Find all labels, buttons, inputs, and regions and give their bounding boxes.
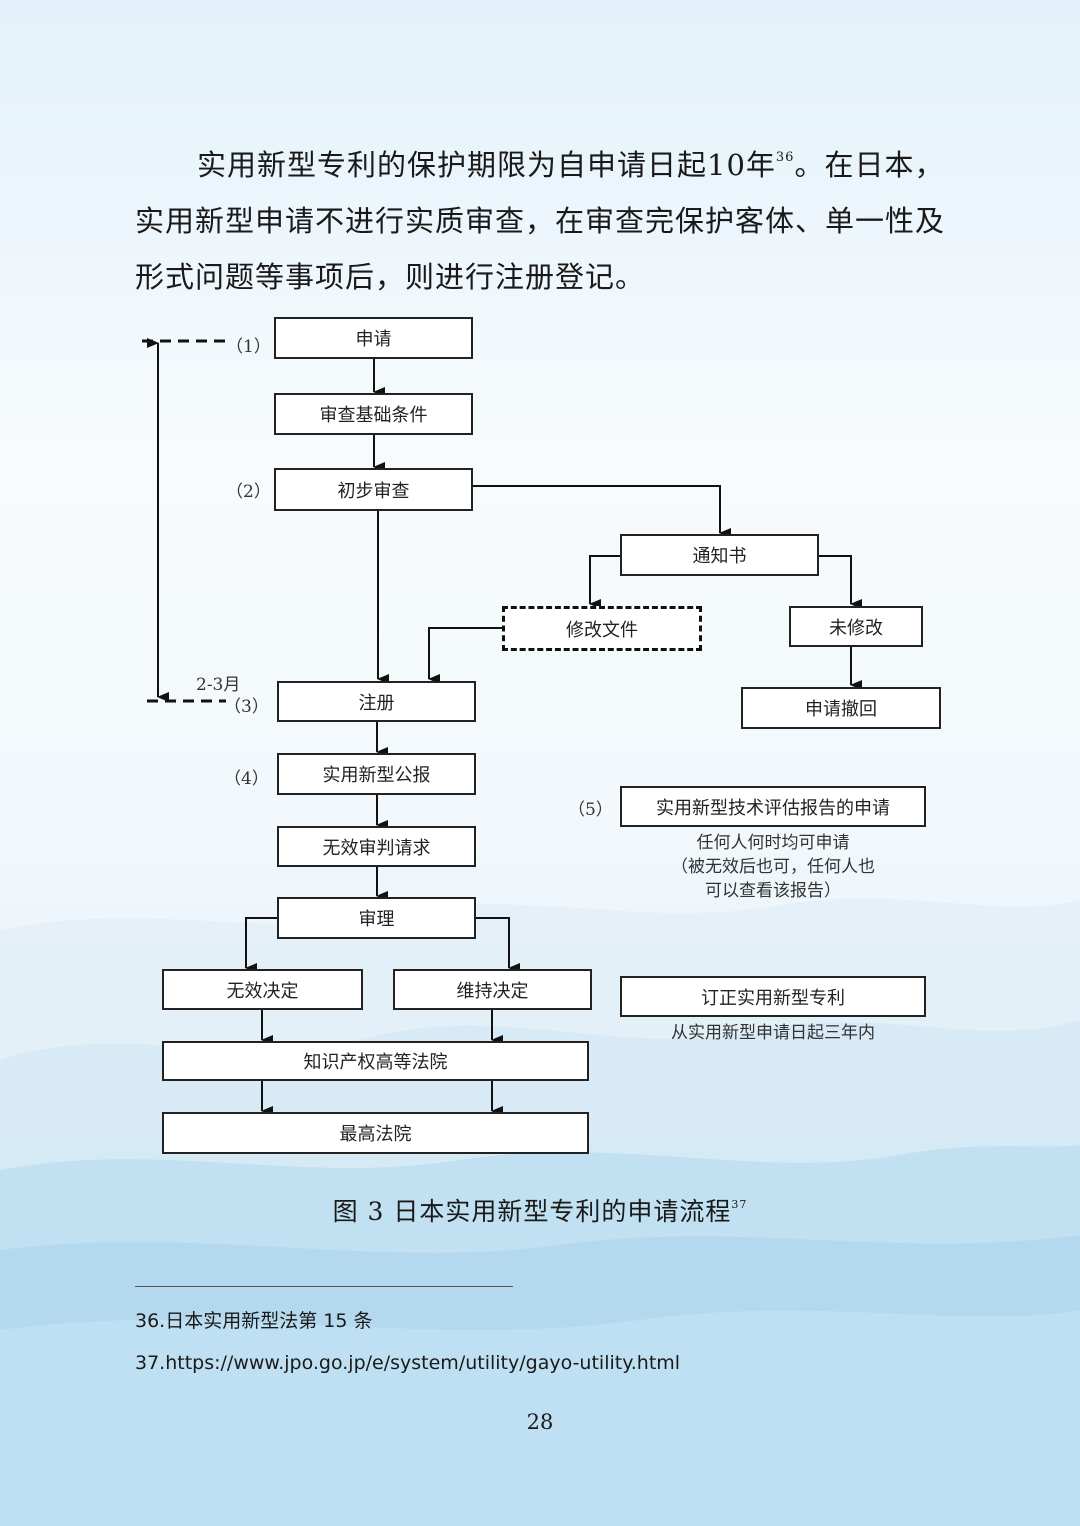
correction-note: 从实用新型申请日起三年内 [671,1023,875,1043]
box-maintain-decision: 维持决定 [393,969,592,1010]
figure-caption: 图 3 日本实用新型专利的申请流程37 [0,1192,1080,1228]
step-label-2: （2） [226,482,271,502]
box-amend-documents: 修改文件 [502,606,702,651]
box-apply: 申请 [274,317,473,359]
period-label: 2-3月 [196,675,241,695]
tech-report-note-line1: 任何人何时均可申请 [696,833,850,853]
step-label-4: （4） [224,769,269,789]
step-label-1: （1） [226,337,271,357]
box-supreme-court: 最高法院 [162,1112,589,1154]
box-ip-high-court: 知识产权高等法院 [162,1041,589,1081]
footnote-ref-37: 37 [731,1198,748,1211]
box-basic-conditions: 审查基础条件 [274,393,473,435]
paragraph-line1-a: 实用新型专利的保护期限为自申请日起10年 [197,148,776,182]
box-register: 注册 [277,681,476,722]
tech-report-note-line2: （被无效后也可，任何人也 [671,857,875,877]
body-paragraph: 实用新型专利的保护期限为自申请日起10年36。在日本， 实用新型申请不进行实质审查… [135,130,950,305]
box-preliminary-exam: 初步审查 [274,468,473,511]
box-invalidation-request: 无效审判请求 [277,826,476,867]
tech-report-note: 任何人何时均可申请 （被无效后也可，任何人也 可以查看该报告） [648,831,898,903]
box-no-amendment: 未修改 [789,606,923,647]
page-number: 28 [526,1410,554,1434]
footnote-36: 36.日本实用新型法第 15 条 [135,1310,373,1332]
box-withdraw: 申请撤回 [741,687,941,729]
box-trial: 审理 [277,897,476,939]
figure-caption-text: 图 3 日本实用新型专利的申请流程 [332,1197,732,1226]
box-correction: 订正实用新型专利 [620,976,926,1017]
box-notice: 通知书 [620,534,819,576]
paragraph-line1-b: 。在日本， [794,148,945,182]
footnote-37: 37.https://www.jpo.go.jp/e/system/utilit… [135,1352,681,1374]
footnote-ref-36: 36 [775,150,795,165]
box-tech-report: 实用新型技术评估报告的申请 [620,786,926,827]
tech-report-note-line3: 可以查看该报告） [705,881,841,901]
box-gazette: 实用新型公报 [277,753,476,795]
step-label-5: （5） [568,800,613,820]
box-invalid-decision: 无效决定 [162,969,363,1010]
paragraph-rest: 实用新型申请不进行实质审查，在审查完保护客体、单一性及形式问题等事项后，则进行注… [135,204,946,294]
step-label-3: （3） [224,697,269,717]
footnote-divider [135,1286,513,1287]
